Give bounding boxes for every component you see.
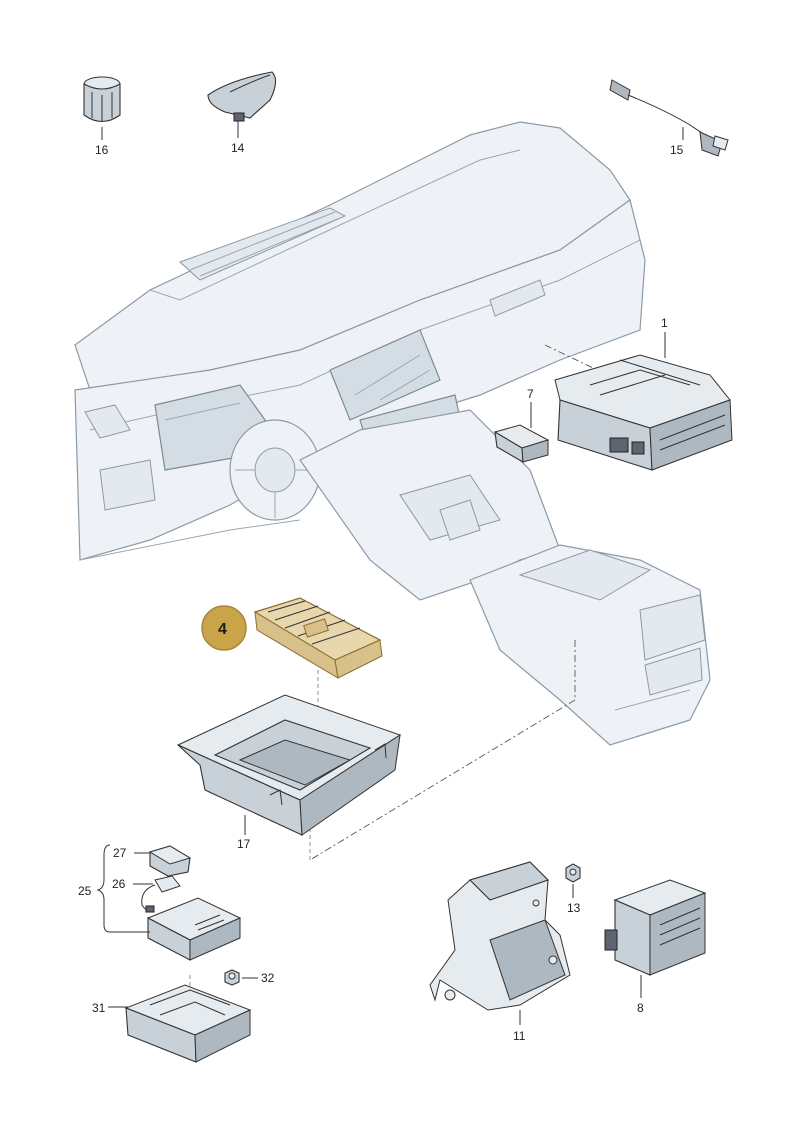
label-4: 4 [218,621,227,638]
part-27-bracket [148,845,192,877]
label-8: 8 [637,1001,644,1015]
label-26: 26 [112,877,126,891]
label-25: 25 [78,884,92,898]
label-11: 11 [513,1029,526,1043]
part-25-control-module [146,897,242,961]
label-13: 13 [567,901,581,915]
leader-part-17 [309,640,576,861]
callout-4-badge: 4 [201,605,247,651]
part-4-wireless-charger [253,597,383,679]
part-26-wiring [141,875,181,913]
part-8-control-unit [604,879,707,976]
part-15-antenna-cable [609,79,729,157]
label-1: 1 [661,316,668,330]
part-17-tray [176,694,402,836]
label-27: 27 [113,846,127,860]
bracket-25 [96,844,111,933]
label-15: 15 [670,143,684,157]
label-31: 31 [92,1001,106,1015]
label-7: 7 [527,387,534,401]
label-14: 14 [231,141,245,155]
part-13-nut [565,863,581,883]
part-7-connector [493,424,550,463]
part-31-holder [124,984,252,1063]
part-14-roof-antenna [207,71,277,122]
part-1-control-unit [554,354,733,471]
car-interior-illustration [74,121,711,746]
label-16: 16 [95,143,109,157]
label-17: 17 [237,837,251,851]
part-11-mounting-bracket [429,861,571,1011]
part-32-nut [224,969,240,986]
part-16-switch [83,76,121,123]
label-32: 32 [261,971,275,985]
